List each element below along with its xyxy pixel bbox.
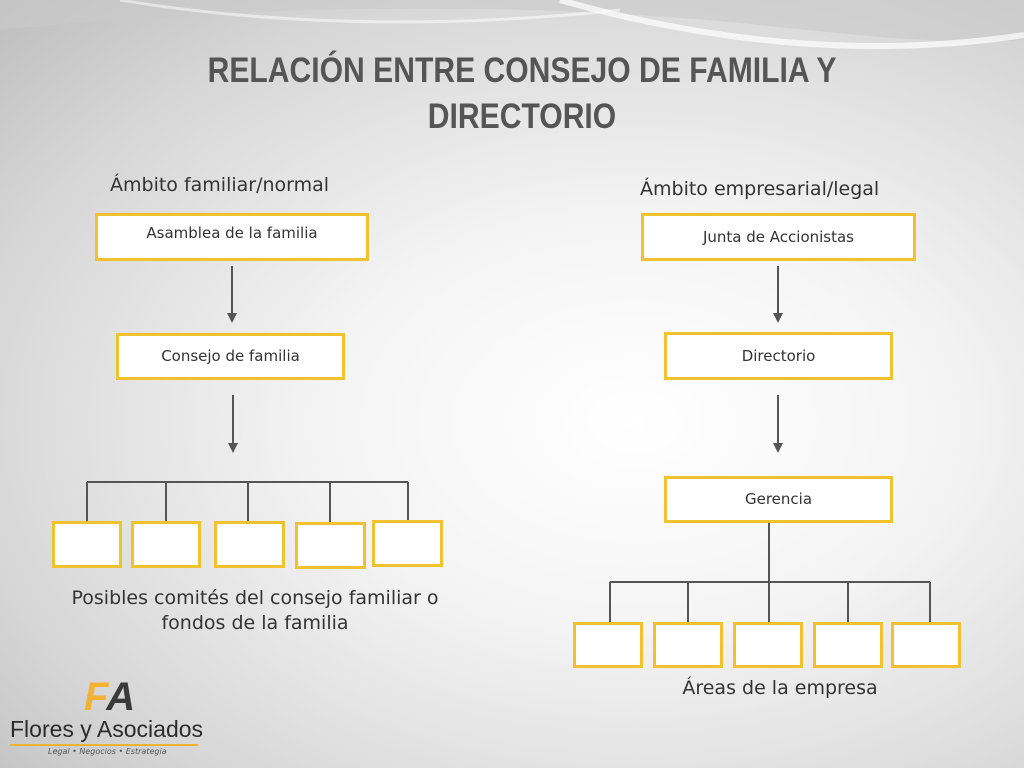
logo-mark: FA xyxy=(84,675,136,719)
comite-box-5 xyxy=(372,520,443,567)
left-heading: Ámbito familiar/normal xyxy=(110,174,330,196)
logo-underline xyxy=(10,744,198,746)
comite-box-3 xyxy=(214,521,285,568)
area-box-5 xyxy=(891,622,961,668)
area-box-2 xyxy=(653,622,723,668)
logo-tagline: Legal • Negocios • Estrategia xyxy=(48,747,167,756)
company-logo: FA Flores y Asociados Legal • Negocios •… xyxy=(8,676,208,760)
area-box-1 xyxy=(573,622,643,668)
junta-accionistas-box: Junta de Accionistas xyxy=(641,213,916,261)
comite-box-2 xyxy=(131,521,201,568)
comite-box-1 xyxy=(52,521,122,568)
consejo-familia-box: Consejo de familia xyxy=(116,333,345,380)
area-box-3 xyxy=(733,622,803,668)
directorio-box: Directorio xyxy=(664,332,893,380)
comite-box-4 xyxy=(295,522,366,569)
area-box-4 xyxy=(813,622,883,668)
gerencia-box: Gerencia xyxy=(664,476,893,523)
asamblea-familia-box: Asamblea de la familia xyxy=(95,213,369,261)
right-caption: Áreas de la empresa xyxy=(682,677,878,699)
page-title: RELACIÓN ENTRE CONSEJO DE FAMILIA Y DIRE… xyxy=(207,51,837,136)
right-heading: Ámbito empresarial/legal xyxy=(640,178,880,200)
left-caption: Posibles comités del consejo familiar o … xyxy=(71,587,439,634)
logo-name: Flores y Asociados xyxy=(10,716,204,742)
